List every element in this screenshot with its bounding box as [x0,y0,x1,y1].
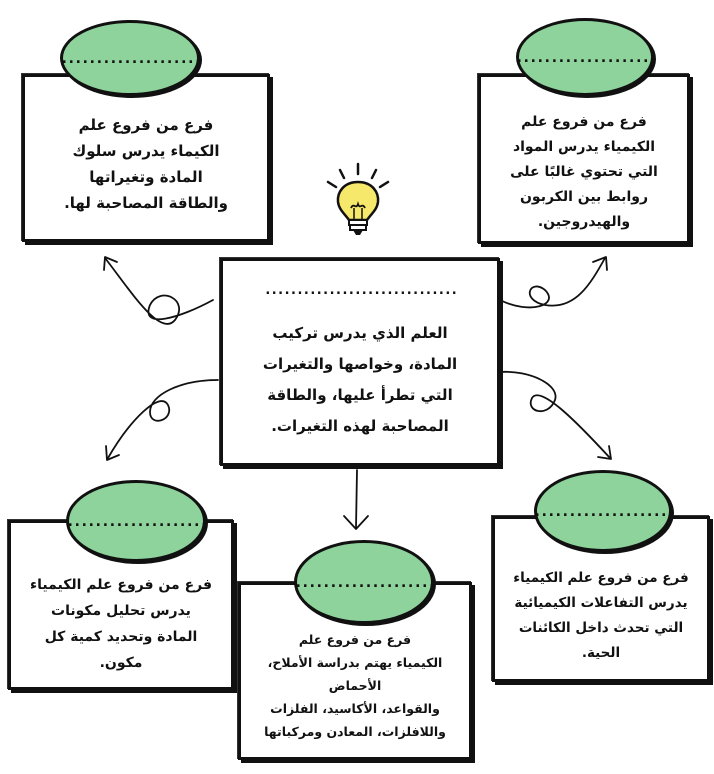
arrowhead-bottom-left [105,445,120,461]
arrowhead-top-left [103,256,118,271]
arrowhead-bottom-right [597,445,612,460]
arrowhead-top-right [592,256,608,271]
branch-text-top-left: فرع من فروع علم الكيماء يدرس سلوك المادة… [64,116,228,212]
center-definition-box [220,258,500,466]
arrow-bottom-left [107,379,219,459]
branch-oval-top-right: .................... [515,18,657,96]
branch-oval-bottom-center: .................... [294,540,436,624]
branch-text-bottom-left: فرع من فروع علم الكيمياء يدرس تحليل مكون… [29,577,213,671]
branch-text-top-right: فرع من فروع علم الكيمياء يدرس المواد الت… [510,114,658,230]
branch-text-bottom-right: فرع من فروع علم الكيمياء يدرس التفاعلات … [513,570,689,661]
lightbulb-icon [326,162,390,235]
center-definition-text: العلم الذي يدرس تركيب المادة، وخواصها وا… [262,324,458,435]
branch-oval-bottom-right: .................... [533,470,675,552]
branch-text-bottom-center: فرع من فروع علم الكيمياء يهتم بدراسة الأ… [264,632,446,739]
arrow-bottom-right [499,371,611,459]
arrow-top-left [104,257,214,325]
arrowhead-center-down [343,515,369,530]
arrow-top-right [499,257,606,309]
branch-oval-bottom-left: .................... [66,480,208,562]
center-answer-blank: .............................. [263,282,459,298]
branch-oval-top-left: .................... [60,20,202,96]
branch-box-top-right [478,74,690,244]
arrow-center-down [355,469,358,529]
branch-box-top-left [22,74,270,242]
